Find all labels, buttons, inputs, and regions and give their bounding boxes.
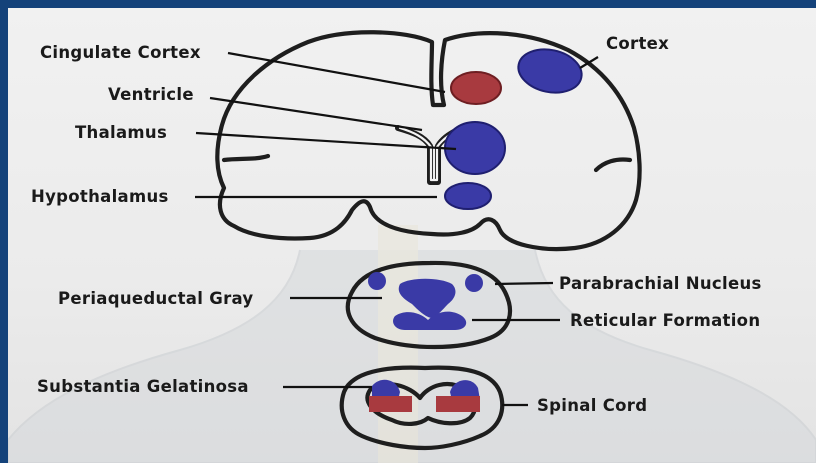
label-substantia-gelatinosa: Substantia Gelatinosa xyxy=(37,377,249,396)
diagram-panel: Cingulate Cortex Cortex Ventricle Thalam… xyxy=(8,8,816,463)
parabrachial-nucleus-right xyxy=(465,274,483,292)
label-reticular-formation: Reticular Formation xyxy=(570,311,760,330)
label-parabrachial-nucleus: Parabrachial Nucleus xyxy=(559,274,762,293)
hypothalamus-region xyxy=(445,183,491,209)
substantia-gelatinosa-right xyxy=(436,396,480,412)
parabrachial-nucleus-left xyxy=(368,272,386,290)
label-periaqueductal-gray: Periaqueductal Gray xyxy=(58,289,253,308)
label-ventricle: Ventricle xyxy=(108,85,194,104)
label-cortex: Cortex xyxy=(606,34,669,53)
label-thalamus: Thalamus xyxy=(75,123,167,142)
label-cingulate-cortex: Cingulate Cortex xyxy=(40,43,201,62)
pain-pathway-diagram: Cingulate Cortex Cortex Ventricle Thalam… xyxy=(8,8,816,463)
label-spinal-cord: Spinal Cord xyxy=(537,396,647,415)
label-hypothalamus: Hypothalamus xyxy=(31,187,169,206)
substantia-gelatinosa-left xyxy=(369,396,412,412)
cingulate-cortex-region xyxy=(451,72,501,104)
